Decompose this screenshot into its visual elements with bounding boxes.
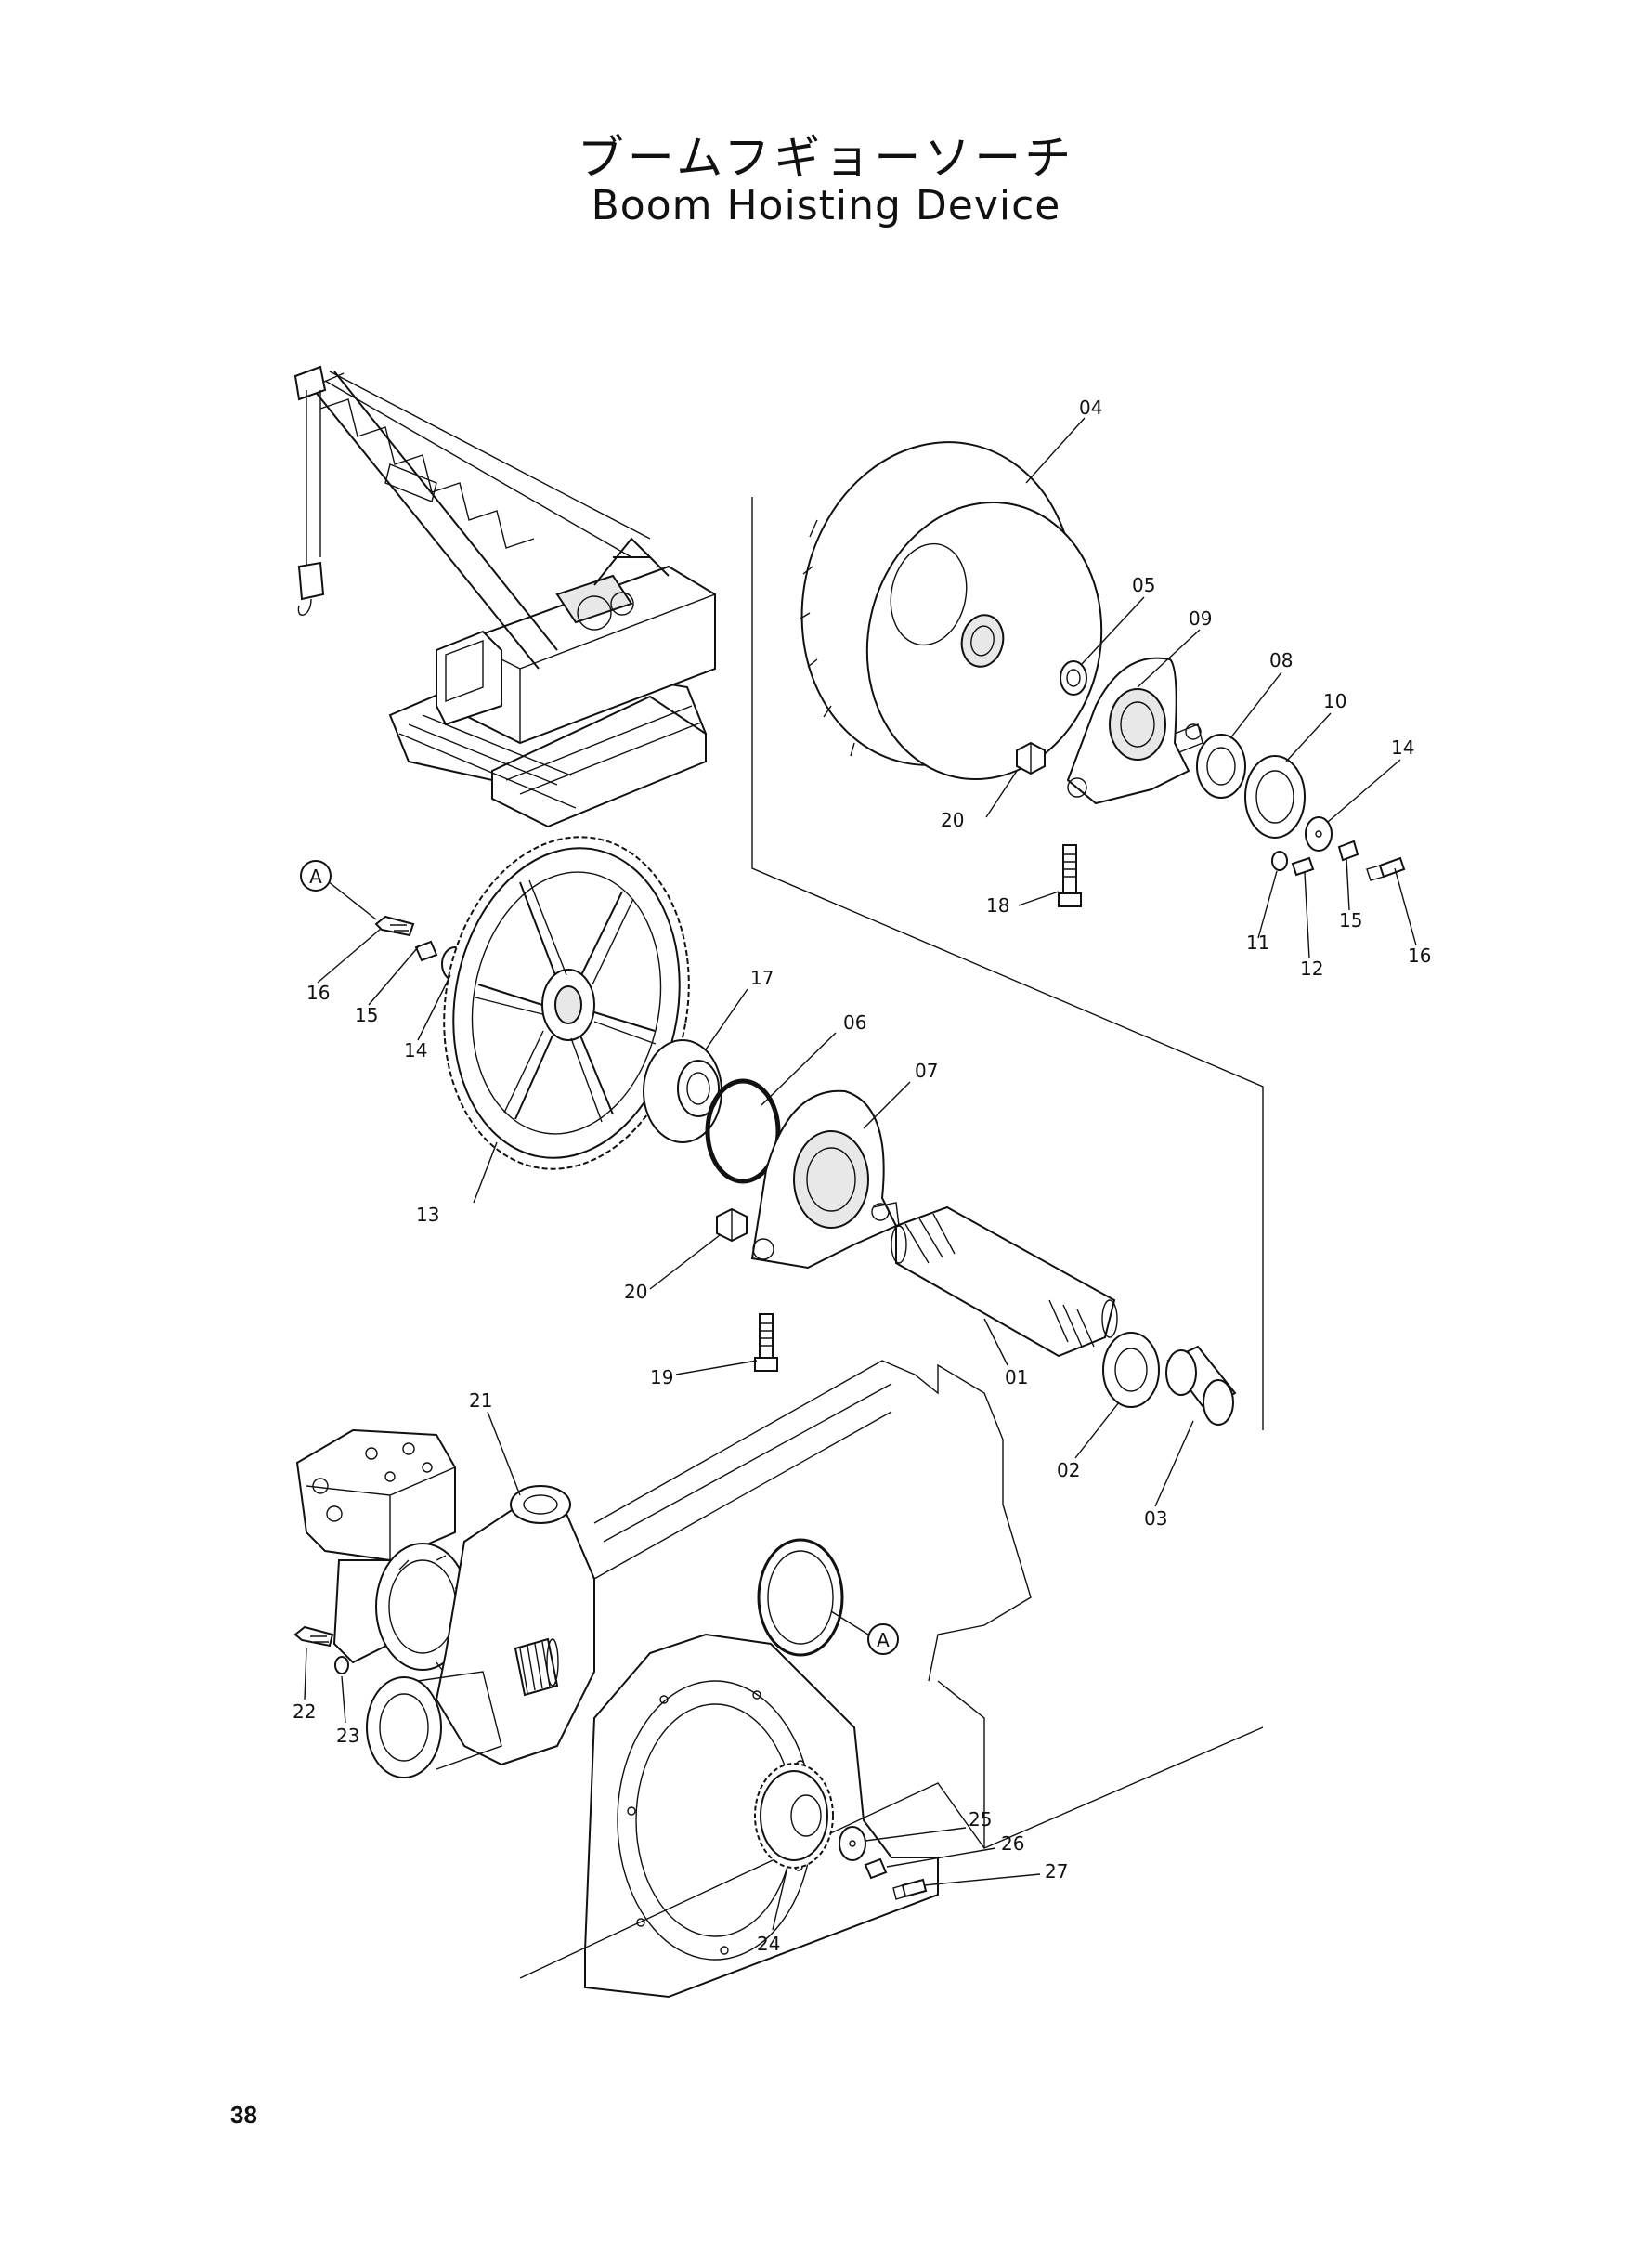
- bolt-16-left: [374, 915, 415, 937]
- plate-14-right: [1305, 816, 1333, 852]
- label-16-left: 16: [306, 982, 330, 1004]
- svg-text:A: A: [877, 1629, 890, 1651]
- lock-plate-15-right: [1337, 840, 1359, 862]
- label-11: 11: [1246, 932, 1269, 954]
- machine-frame: [519, 1360, 1264, 1999]
- washer-23: [334, 1656, 349, 1674]
- label-26: 26: [1001, 1832, 1024, 1855]
- bolt-18: [1058, 844, 1082, 907]
- assembly-outline-upper: [751, 497, 1264, 1430]
- label-24: 24: [757, 1933, 780, 1955]
- label-17: 17: [750, 967, 774, 989]
- cover-10: [1244, 755, 1306, 839]
- label-21: 21: [469, 1389, 492, 1412]
- part-labels: 04 05 09 08 10 14 20 18 11 12 15 16 16 1…: [293, 397, 1431, 1955]
- bearing-housing-09: [1066, 657, 1203, 805]
- brake-drum-04: [800, 441, 1103, 781]
- callout-a-upper: A: [300, 860, 332, 892]
- bearing-08: [1196, 734, 1246, 799]
- large-gear-13: [443, 836, 690, 1170]
- leader-lines: [304, 417, 1417, 1931]
- label-16-right: 16: [1408, 945, 1431, 967]
- label-27: 27: [1045, 1860, 1068, 1883]
- label-02: 02: [1057, 1459, 1080, 1481]
- label-22: 22: [293, 1700, 316, 1723]
- plate-25: [839, 1826, 866, 1861]
- crane-illustration: [293, 365, 716, 828]
- label-15-left: 15: [355, 1004, 378, 1026]
- label-13: 13: [416, 1204, 439, 1226]
- bolt-16-right: [1366, 856, 1406, 881]
- label-20-upper: 20: [941, 809, 964, 831]
- bolt-19: [754, 1313, 778, 1372]
- label-25: 25: [969, 1808, 992, 1831]
- label-18: 18: [986, 894, 1009, 917]
- washer-11: [1271, 851, 1288, 871]
- bearing-02: [1102, 1332, 1160, 1408]
- label-03: 03: [1144, 1507, 1167, 1530]
- label-07: 07: [915, 1060, 938, 1082]
- lock-plate-15-left: [414, 940, 438, 962]
- label-23: 23: [336, 1725, 359, 1747]
- collar-05: [1060, 660, 1087, 696]
- label-20-lower: 20: [624, 1281, 647, 1303]
- pinion-gear-24: [754, 1763, 834, 1869]
- label-09: 09: [1189, 607, 1212, 630]
- label-01: 01: [1005, 1366, 1028, 1388]
- label-15-right: 15: [1339, 909, 1362, 932]
- svg-text:A: A: [309, 866, 322, 888]
- bearing-housing-07: [750, 1089, 900, 1270]
- label-12: 12: [1300, 958, 1323, 980]
- o-ring-06: [705, 1078, 781, 1184]
- label-14-left: 14: [404, 1039, 427, 1062]
- page-title-english: Boom Hoisting Device: [591, 182, 1061, 229]
- bolt-22: [293, 1625, 334, 1648]
- label-04: 04: [1079, 397, 1102, 419]
- label-14-right: 14: [1391, 736, 1414, 759]
- lock-plate-26: [864, 1857, 888, 1880]
- nut-20-lower: [716, 1207, 748, 1243]
- label-05: 05: [1132, 574, 1155, 596]
- shaft-01: [891, 1205, 1118, 1358]
- page-number: 38: [230, 2101, 257, 2129]
- label-08: 08: [1269, 649, 1293, 671]
- label-06: 06: [843, 1011, 866, 1034]
- nut-20-upper: [1016, 741, 1046, 775]
- label-10: 10: [1323, 690, 1346, 712]
- bolt-12: [1291, 856, 1315, 877]
- sleeve-03: [1165, 1345, 1237, 1426]
- page-title-japanese: ブームフギョーソーチ: [577, 131, 1075, 185]
- callout-a-lower: A: [867, 1623, 899, 1655]
- hydraulic-motor-21: [295, 1428, 595, 1778]
- label-19: 19: [650, 1366, 673, 1388]
- bolt-27: [892, 1878, 928, 1900]
